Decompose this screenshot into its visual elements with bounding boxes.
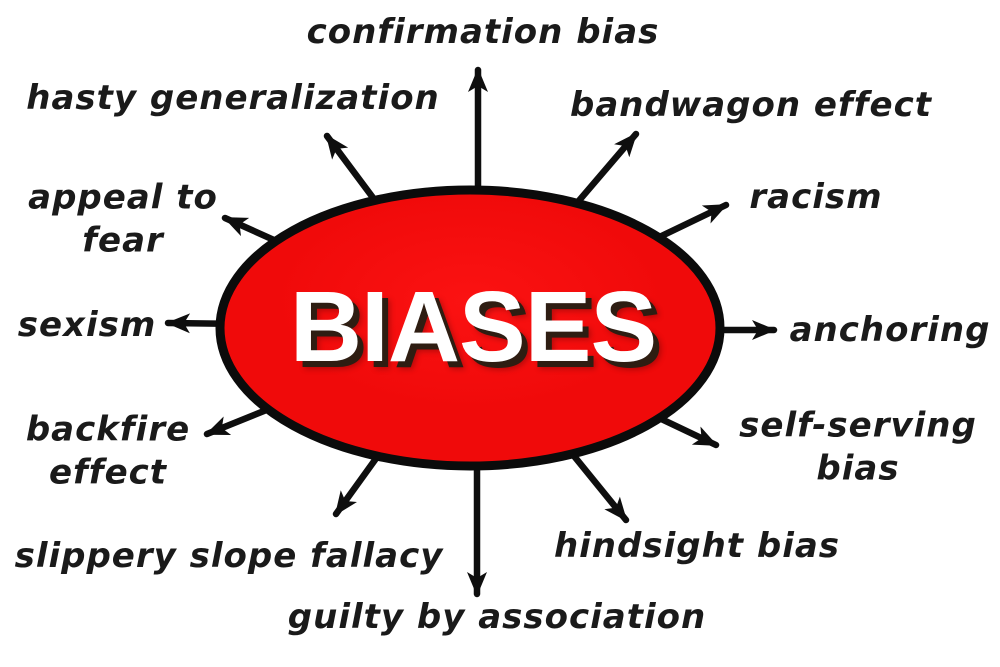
node-hindsight-bias: hindsight bias xyxy=(553,525,841,566)
node-hasty-generalization: hasty generalization xyxy=(26,77,440,118)
node-confirmation-bias: confirmation bias xyxy=(306,11,660,52)
node-guilty-by-association: guilty by association xyxy=(287,596,707,637)
node-bandwagon-effect: bandwagon effect xyxy=(569,84,933,125)
node-appeal-to-fear: appeal to fear xyxy=(28,177,218,261)
node-backfire-effect: backfire effect xyxy=(25,409,191,493)
node-sexism: sexism xyxy=(17,304,157,345)
center-ellipse xyxy=(215,185,725,471)
node-anchoring: anchoring xyxy=(789,309,991,350)
center-title: BIASES xyxy=(289,271,657,383)
node-racism: racism xyxy=(749,176,883,217)
node-slippery-slope-fallacy: slippery slope fallacy xyxy=(14,535,444,576)
node-self-serving-bias: self-serving bias xyxy=(739,405,977,489)
